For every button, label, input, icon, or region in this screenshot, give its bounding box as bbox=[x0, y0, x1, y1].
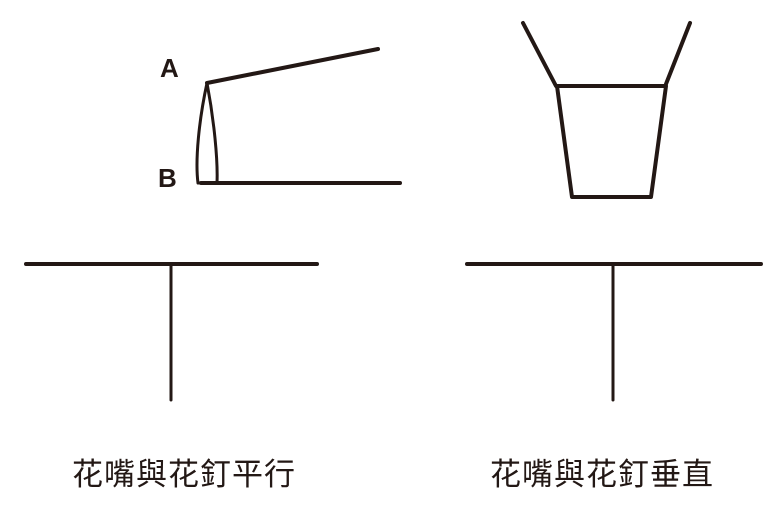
piping-tip-parallel bbox=[195, 47, 402, 185]
caption-perpendicular: 花嘴與花釘垂直 bbox=[490, 457, 714, 493]
caption-parallel: 花嘴與花釘平行 bbox=[72, 457, 296, 493]
flower-nail-left bbox=[24, 262, 319, 402]
flower-nail-right bbox=[465, 262, 763, 402]
point-a-label: A bbox=[160, 53, 179, 83]
point-b-label: B bbox=[158, 163, 177, 193]
piping-tip-perpendicular bbox=[521, 21, 692, 199]
